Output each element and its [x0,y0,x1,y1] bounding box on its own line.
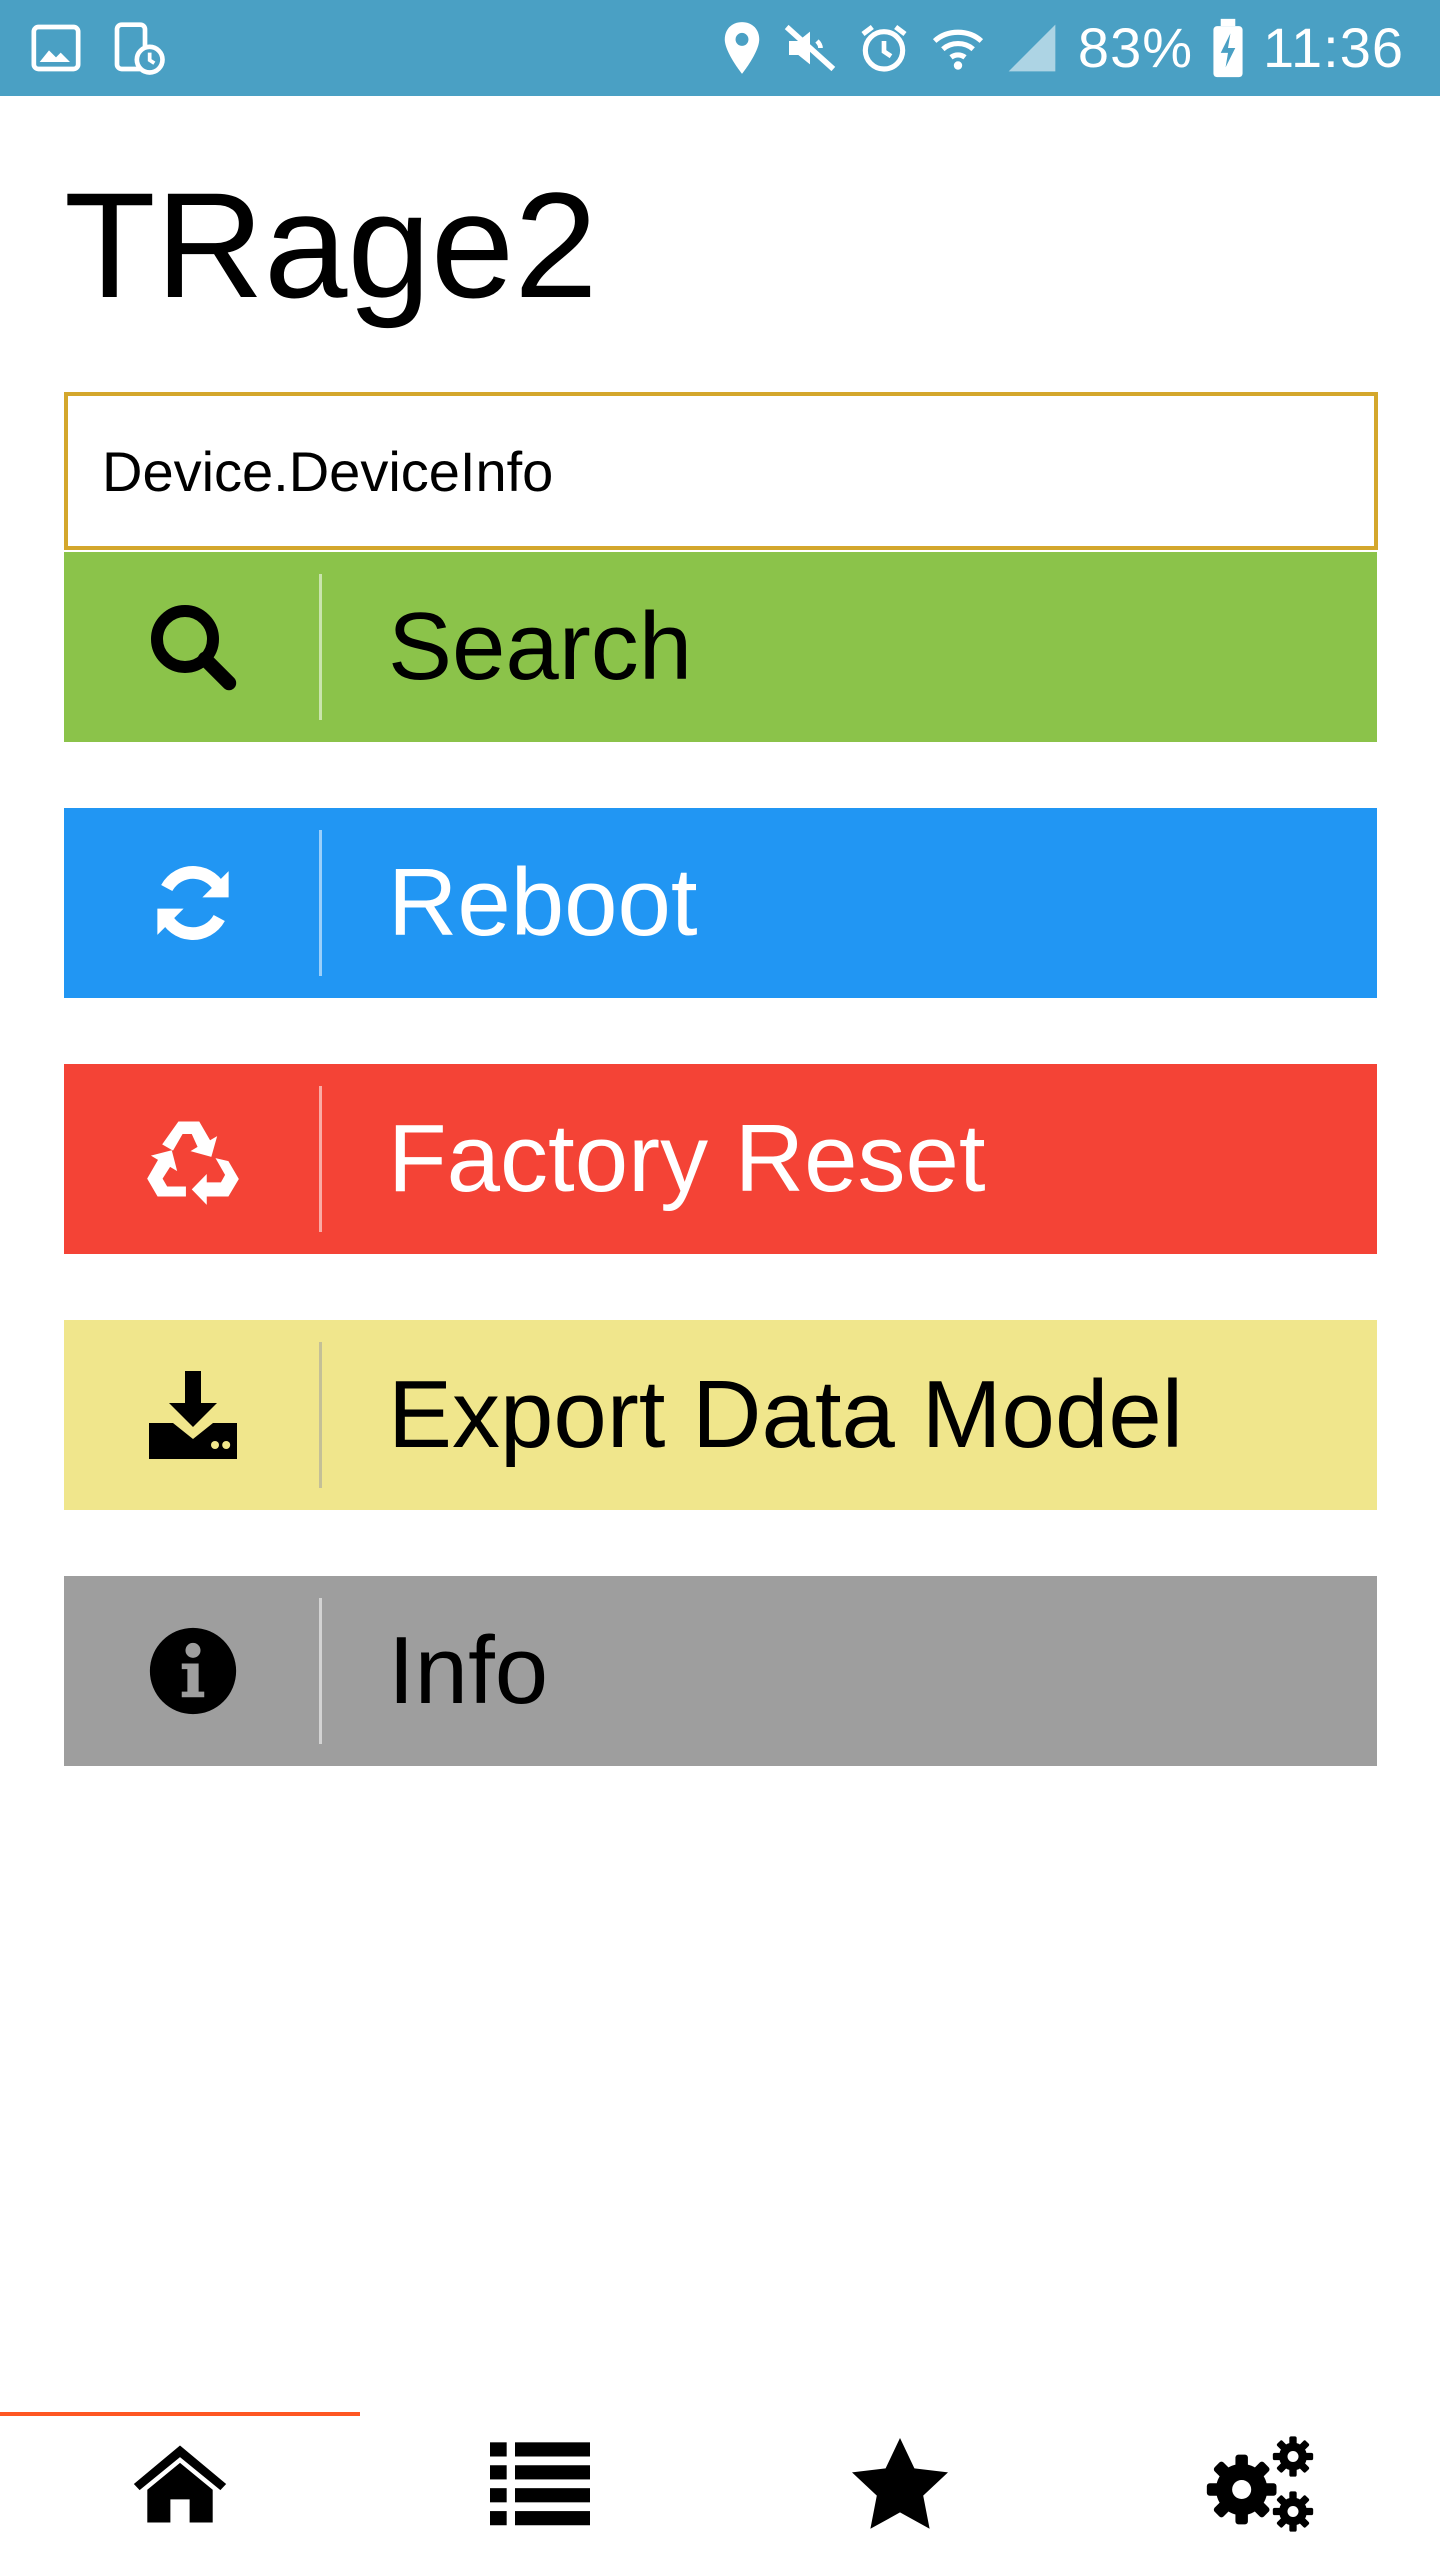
info-button[interactable]: Info [64,1576,1377,1766]
page-title: TRage2 [64,161,598,329]
wifi-icon [930,20,986,76]
nav-settings[interactable] [1080,2412,1440,2560]
nav-favorites[interactable] [720,2412,1080,2560]
search-input[interactable] [64,392,1378,550]
export-data-model-button[interactable]: Export Data Model [64,1320,1377,1510]
reboot-button-label: Reboot [388,849,698,956]
battery-charging-icon [1211,18,1245,78]
reboot-button[interactable]: Reboot [64,808,1377,998]
search-button-label: Search [388,593,693,700]
nav-home[interactable] [0,2412,360,2560]
clock: 11:36 [1263,16,1404,79]
screen-timer-icon [110,20,166,76]
export-data-model-button-label: Export Data Model [388,1361,1184,1468]
status-bar: 83% 11:36 [0,0,1440,96]
list-icon [490,2441,590,2531]
refresh-icon [64,808,322,998]
image-icon [28,20,84,76]
alarm-icon [856,20,912,76]
nav-list[interactable] [360,2412,720,2560]
factory-reset-button-label: Factory Reset [388,1105,986,1212]
settings-icon [1205,2434,1315,2539]
battery-percent: 83% [1077,16,1194,79]
status-bar-left [28,20,166,76]
factory-reset-button[interactable]: Factory Reset [64,1064,1377,1254]
search-button[interactable]: Search [64,552,1377,742]
bottom-nav [0,2412,1440,2560]
download-icon [64,1320,322,1510]
signal-icon [1004,20,1060,76]
star-icon [852,2437,948,2535]
home-icon [130,2439,230,2534]
recycle-icon [64,1064,322,1254]
location-icon [720,20,764,76]
mute-icon [782,20,838,76]
search-icon [64,552,322,742]
info-button-label: Info [388,1617,549,1724]
info-icon [64,1576,322,1766]
status-bar-right: 83% 11:36 [720,14,1404,82]
